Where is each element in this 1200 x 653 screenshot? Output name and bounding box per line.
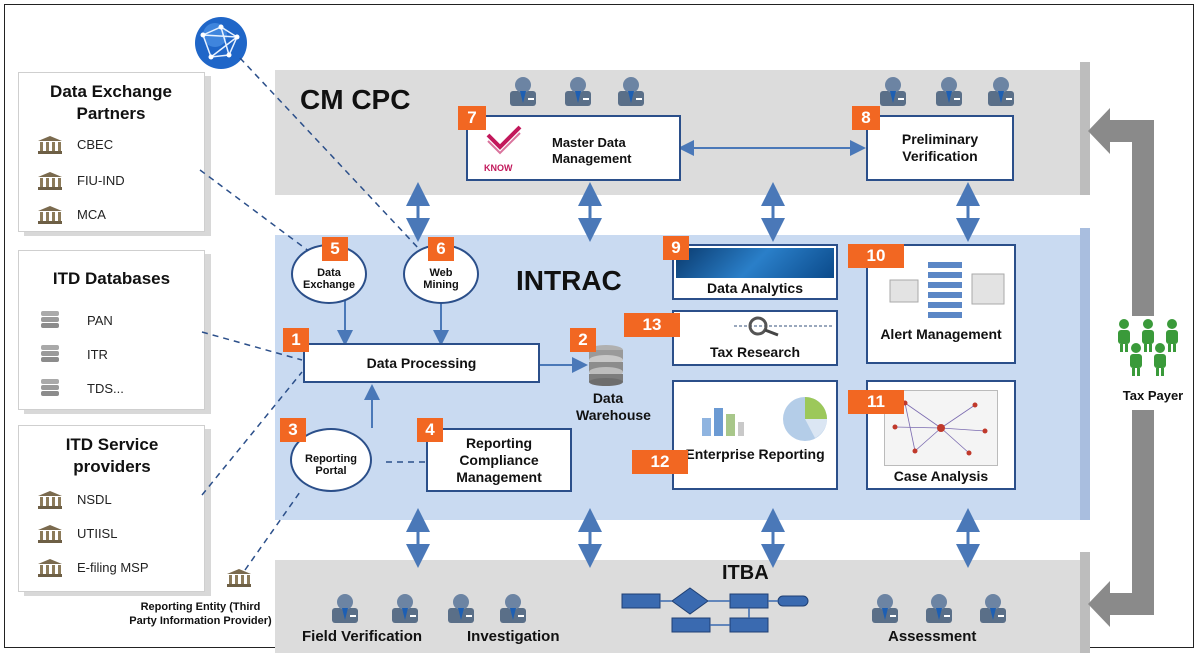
partner-label: CBEC <box>77 137 114 152</box>
reporting-portal-label: Reporting Portal <box>305 453 357 477</box>
itba-title: ITBA <box>722 562 769 584</box>
enterprise-reporting-label: Enterprise Reporting <box>685 446 825 462</box>
data-processing-label: Data Processing <box>366 355 477 371</box>
databases-panel: ITD Databases PAN ITR TDS... <box>18 250 205 410</box>
module-number: 8 <box>852 106 880 130</box>
module-number: 13 <box>624 313 680 337</box>
preliminary-verification-label: Preliminary Verification <box>901 131 979 164</box>
database-label: TDS... <box>87 381 124 396</box>
assessment-label: Assessment <box>888 628 977 645</box>
intrac-band-side <box>1080 228 1090 520</box>
module-data-processing: Data Processing <box>303 343 540 383</box>
master-data-label: Master Data Management <box>552 135 632 166</box>
partners-panel: Data Exchange Partners CBEC FIU-IND MCA <box>18 72 205 232</box>
provider-label: E-filing MSP <box>77 560 149 575</box>
provider-label: UTIISL <box>77 526 118 541</box>
itba-band-side <box>1080 552 1090 653</box>
reporting-compliance-label: Reporting Compliance Management <box>456 435 542 485</box>
module-number: 12 <box>632 450 688 474</box>
data-analytics-label: Data Analytics <box>707 280 803 296</box>
database-label: PAN <box>87 313 113 328</box>
analytics-image <box>676 248 834 278</box>
intrac-title: INTRAC <box>516 265 622 296</box>
provider-label: NSDL <box>77 492 112 507</box>
partner-label: FIU-IND <box>77 173 125 188</box>
database-label: ITR <box>87 347 108 362</box>
module-number: 10 <box>848 244 904 268</box>
providers-panel: ITD Service providers NSDL UTIISL E-fili… <box>18 425 205 592</box>
alert-management-label: Alert Management <box>880 326 1002 342</box>
module-reporting-compliance: Reporting Compliance Management <box>426 428 572 492</box>
module-enterprise-reporting: Enterprise Reporting <box>672 380 838 490</box>
partners-title: Data Exchange Partners <box>50 82 172 123</box>
databases-title: ITD Databases <box>52 269 171 288</box>
data-exchange-label: Data Exchange <box>303 267 355 291</box>
partner-label: MCA <box>77 207 106 222</box>
cm-cpc-band-side <box>1080 62 1090 195</box>
module-preliminary-verification: Preliminary Verification <box>866 115 1014 181</box>
tax-payer-label: Tax Payer <box>1122 388 1184 403</box>
module-number: 3 <box>280 418 306 442</box>
case-analysis-label: Case Analysis <box>893 468 989 484</box>
module-tax-research: Tax Research <box>672 310 838 366</box>
know-logo-text: KNOW <box>484 163 513 173</box>
cm-cpc-title: CM CPC <box>300 84 411 115</box>
module-data-analytics: Data Analytics <box>672 244 838 300</box>
tax-research-label: Tax Research <box>709 344 800 360</box>
data-warehouse-label: Data Warehouse <box>576 390 651 423</box>
investigation-label: Investigation <box>467 628 560 645</box>
providers-title: ITD Service providers <box>65 435 159 476</box>
field-verification-label: Field Verification <box>302 628 423 645</box>
web-mining-label: Web Mining <box>423 267 459 291</box>
module-number: 6 <box>428 237 454 261</box>
module-master-data: KNOW Master Data Management <box>466 115 681 181</box>
module-reporting-portal: Reporting Portal <box>290 428 372 492</box>
module-number: 9 <box>663 236 689 260</box>
module-number: 11 <box>848 390 904 414</box>
module-number: 1 <box>283 328 309 352</box>
module-number: 2 <box>570 328 596 352</box>
module-number: 4 <box>417 418 443 442</box>
module-number: 7 <box>458 106 486 130</box>
reporting-entity-label: Reporting Entity (Third Party Informatio… <box>129 601 272 627</box>
module-number: 5 <box>322 237 348 261</box>
